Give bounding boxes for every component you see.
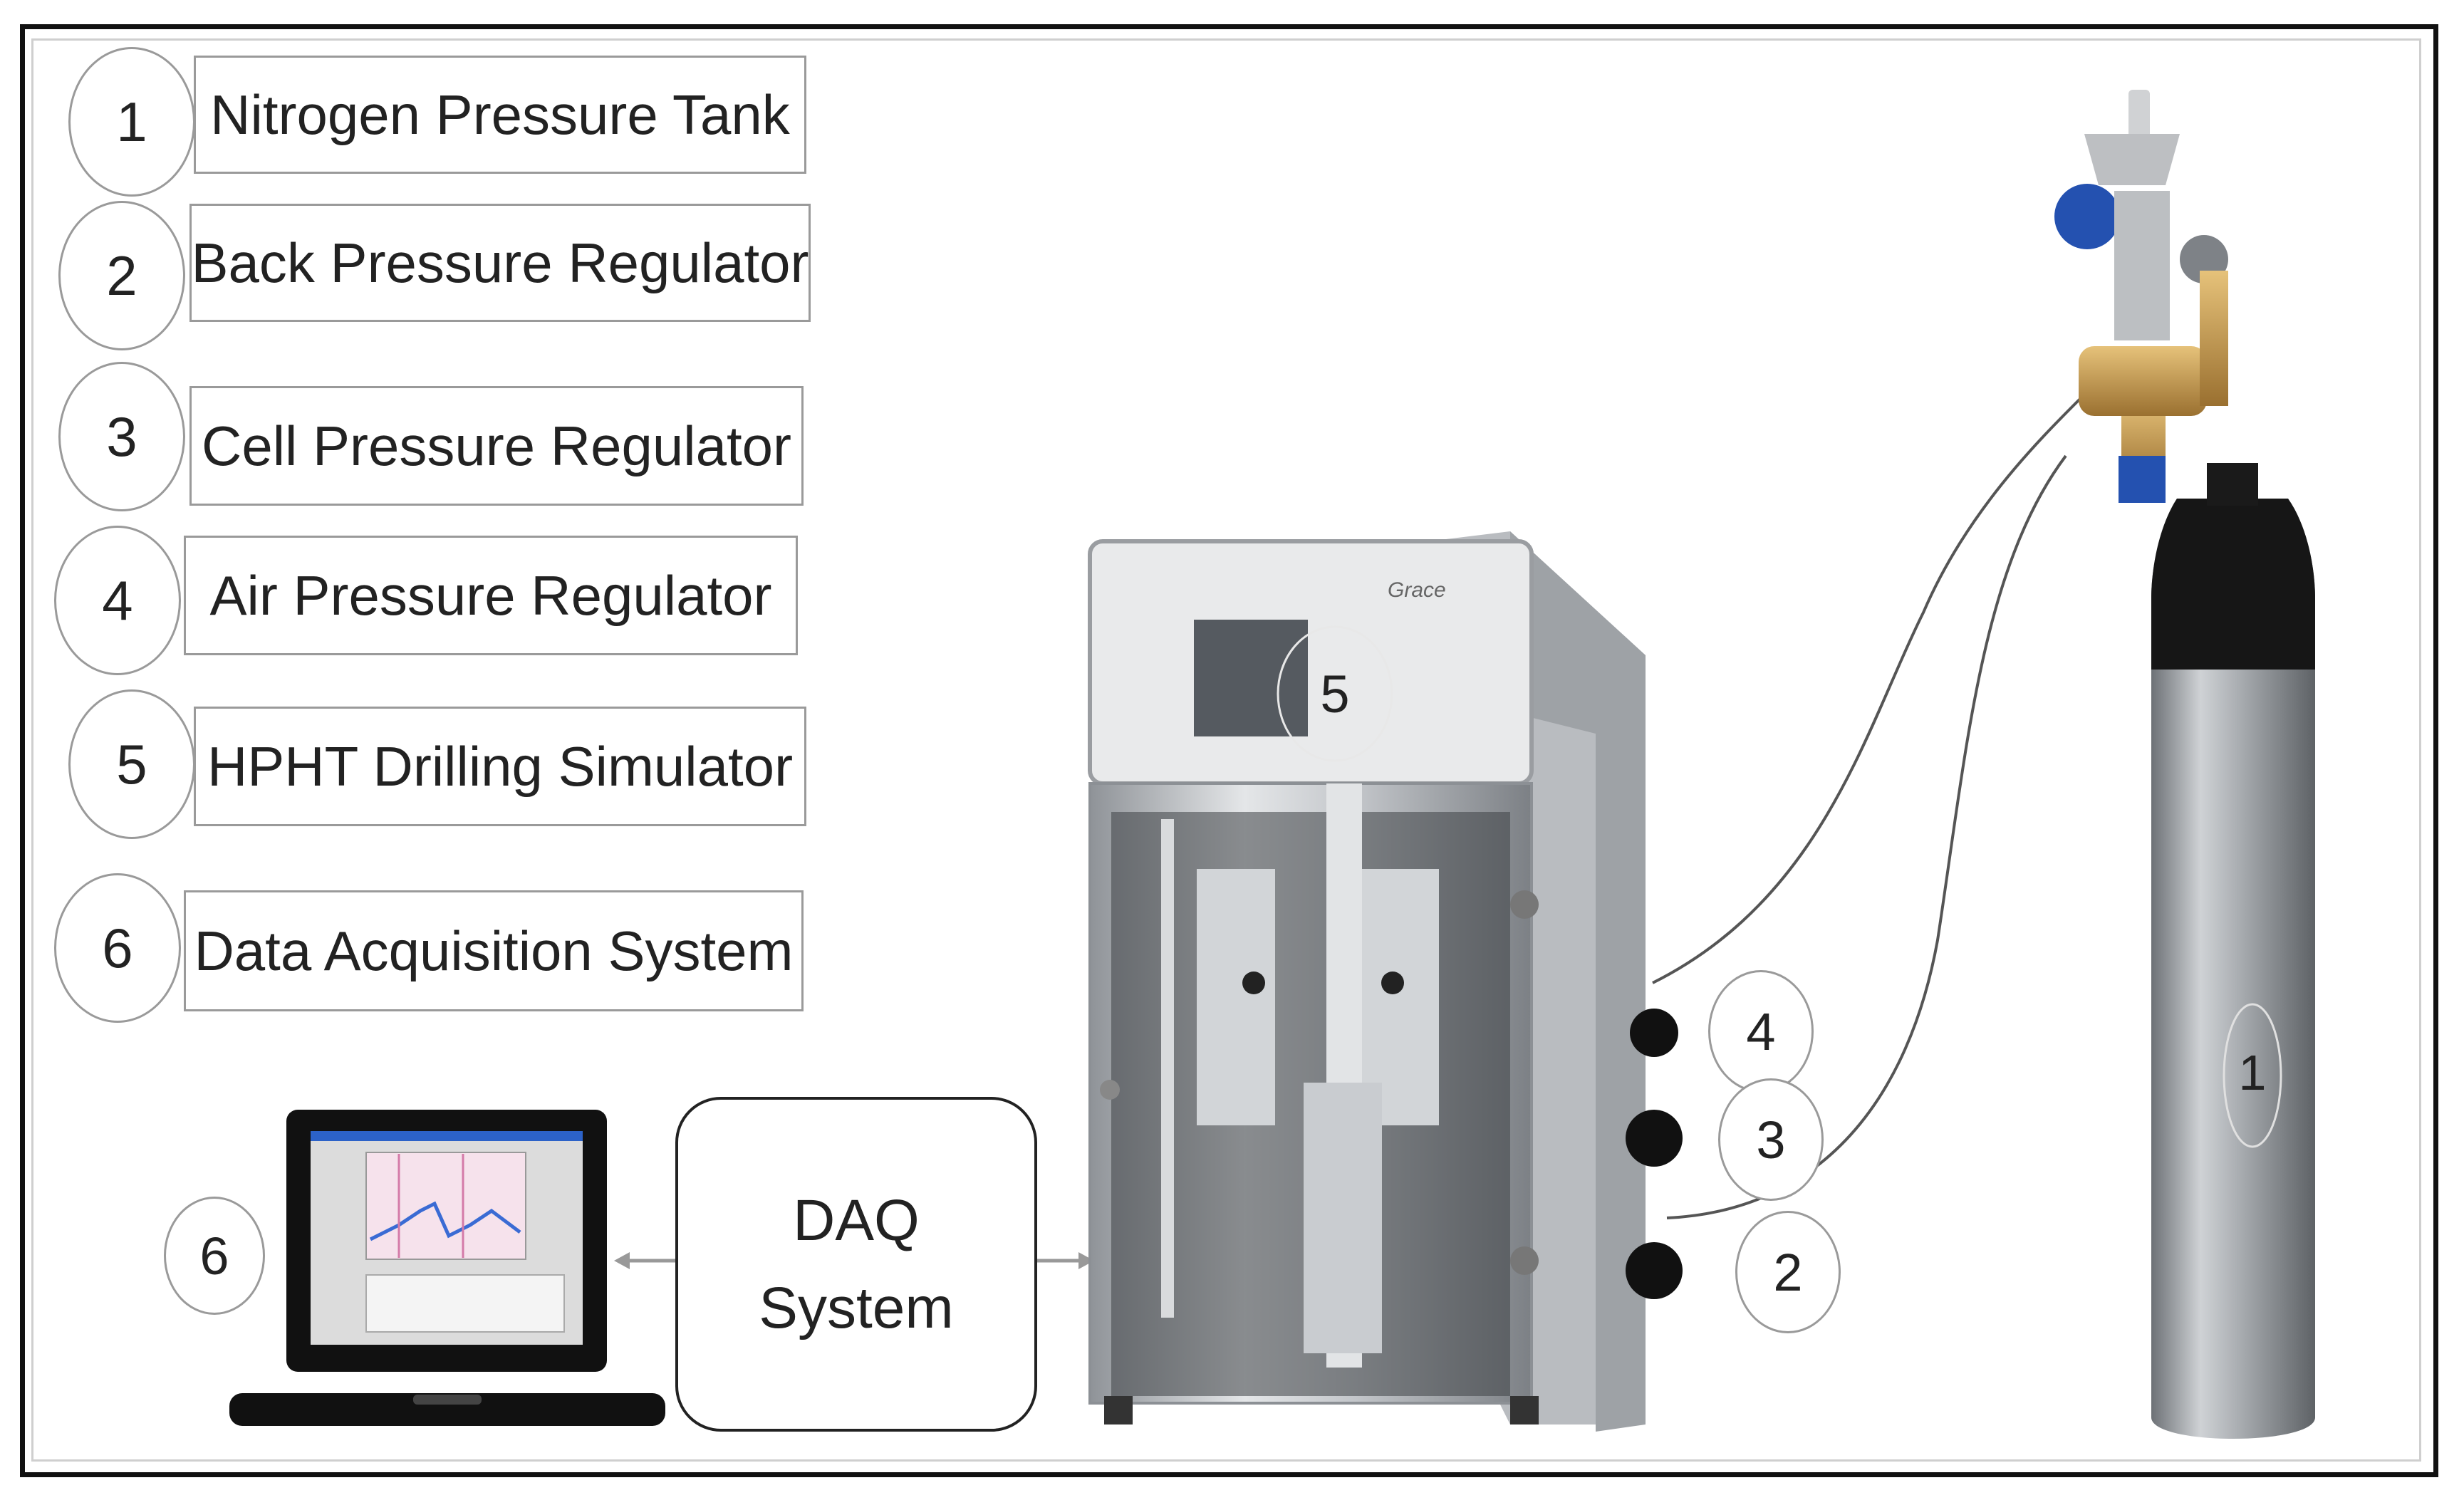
legend-label-2: Back Pressure Regulator xyxy=(189,204,811,322)
regulator-callout-3: 3 xyxy=(1718,1078,1824,1201)
legend-number-5: 5 xyxy=(68,689,195,839)
legend-label-3: Cell Pressure Regulator xyxy=(189,386,804,506)
regulator-callout-2: 2 xyxy=(1735,1211,1841,1333)
figure-inner-border xyxy=(31,38,2421,1462)
regulator-callout-4: 4 xyxy=(1708,970,1814,1093)
simulator-callout-circle xyxy=(1277,625,1393,762)
daq-label-line1: DAQ xyxy=(793,1188,920,1253)
laptop-callout-circle: 6 xyxy=(164,1197,265,1315)
daq-system-box: DAQ System xyxy=(675,1097,1037,1432)
legend-label-6: Data Acquisition System xyxy=(184,890,804,1011)
legend-number-4: 4 xyxy=(54,526,181,675)
laptop-icon xyxy=(229,1110,665,1426)
daq-label-line2: System xyxy=(759,1276,954,1340)
legend-number-1: 1 xyxy=(68,47,195,197)
legend-label-4: Air Pressure Regulator xyxy=(184,536,798,655)
gas-tubing xyxy=(1652,397,2081,1219)
simulator-brand-text: Grace xyxy=(1388,578,1446,602)
legend-label-1: Nitrogen Pressure Tank xyxy=(194,56,806,174)
daq-to-laptop-arrow xyxy=(614,1252,675,1269)
tank-callout-number: 1 xyxy=(2239,1045,2267,1100)
legend-number-3: 3 xyxy=(58,362,185,511)
simulator-callout-number: 5 xyxy=(1320,665,1349,724)
simulator-to-daq-arrow xyxy=(1037,1252,1094,1269)
hpht-simulator-machine: Grace xyxy=(1088,531,1683,1432)
legend-number-6: 6 xyxy=(54,873,181,1023)
legend-number-2: 2 xyxy=(58,201,185,350)
nitrogen-tank: 1 xyxy=(2054,90,2315,1439)
legend-label-5: HPHT Drilling Simulator xyxy=(194,707,806,826)
